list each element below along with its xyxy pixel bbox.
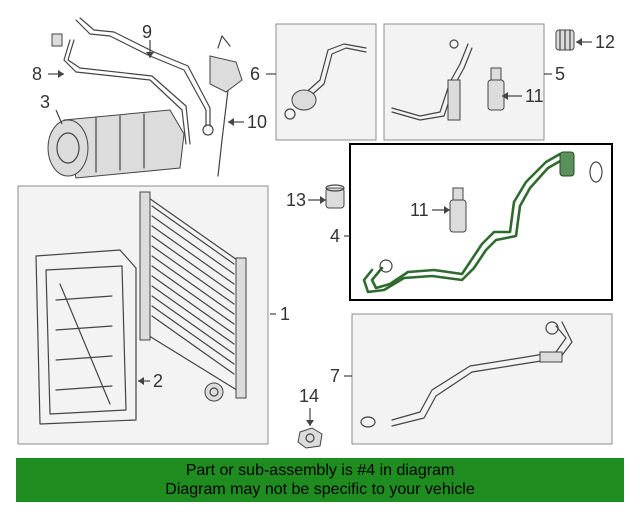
callout-11-lower: 11: [410, 200, 429, 220]
pressure-switch-11-lower[interactable]: [449, 187, 467, 233]
pressure-switch-11-upper[interactable]: [487, 67, 505, 111]
callout-11-upper: 11: [525, 86, 544, 106]
fitting-13[interactable]: [325, 184, 345, 209]
banner-line-2: Diagram may not be specific to your vehi…: [165, 481, 475, 498]
callout-9: 9: [142, 22, 152, 42]
callout-13: 13: [286, 190, 306, 210]
callout-5: 5: [555, 64, 565, 84]
callout-10: 10: [247, 112, 267, 132]
hose-8[interactable]: [51, 33, 191, 145]
suction-hose-part[interactable]: [284, 43, 367, 120]
callout-7: 7: [330, 366, 340, 386]
callout-14: 14: [299, 386, 319, 406]
callout-2: 2: [153, 371, 163, 391]
liquid-line-part[interactable]: [391, 39, 473, 121]
drain-plug[interactable]: [204, 382, 224, 402]
box-discharge-line: [351, 313, 613, 445]
callout-1: 1: [280, 304, 290, 324]
callout-3: 3: [40, 92, 50, 112]
banner-line-1: Part or sub-assembly is #4 in diagram: [185, 462, 455, 479]
parts-diagram: 1 2 6 11 5 12: [17, 17, 615, 449]
info-banner: Part or sub-assembly is #4 in diagram Di…: [16, 458, 624, 502]
ac-compressor[interactable]: [47, 109, 185, 179]
callout-6: 6: [250, 64, 260, 84]
box-suction-hose: [275, 23, 377, 141]
discharge-line-part[interactable]: [360, 321, 573, 428]
callout-8: 8: [32, 64, 42, 84]
valve-cap-12[interactable]: [555, 29, 575, 51]
box-liquid-line: [383, 23, 545, 141]
sensor-10[interactable]: [209, 35, 243, 177]
ac-hose-highlighted[interactable]: [362, 151, 603, 294]
callout-4: 4: [330, 226, 340, 246]
condenser-core[interactable]: [139, 191, 247, 399]
bolt-14[interactable]: [297, 427, 323, 449]
callout-12: 12: [595, 32, 615, 52]
radiator-support-frame[interactable]: [35, 249, 137, 425]
